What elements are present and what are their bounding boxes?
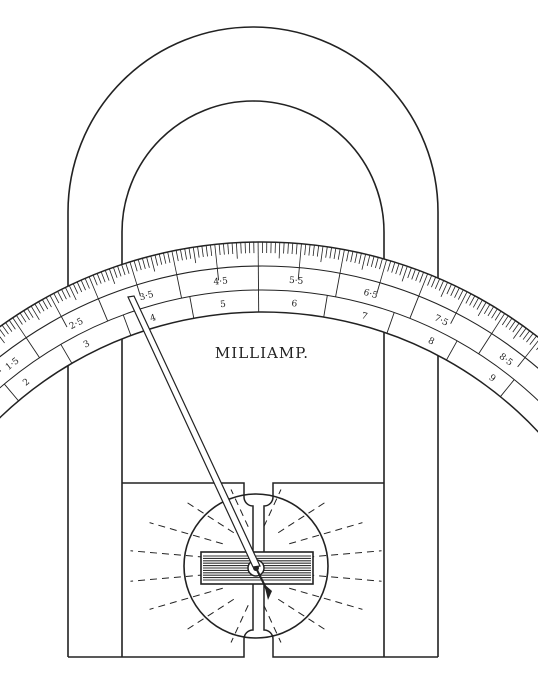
flux-line — [289, 588, 362, 609]
outer-scale-label: 5·5 — [289, 276, 304, 287]
flux-line — [278, 501, 327, 533]
outer-scale-label: 4·5 — [213, 276, 229, 287]
inner-scale-label: 6 — [291, 299, 298, 309]
flux-line — [150, 523, 223, 544]
scale-fine-tick — [241, 243, 242, 254]
milliamp-label: MILLIAMP. — [215, 344, 309, 362]
flux-line — [150, 588, 223, 609]
flux-line — [185, 599, 234, 631]
scale-fine-tick — [284, 243, 285, 254]
pointer-needle — [128, 296, 272, 600]
flux-line — [289, 523, 362, 544]
flux-line — [278, 599, 327, 631]
